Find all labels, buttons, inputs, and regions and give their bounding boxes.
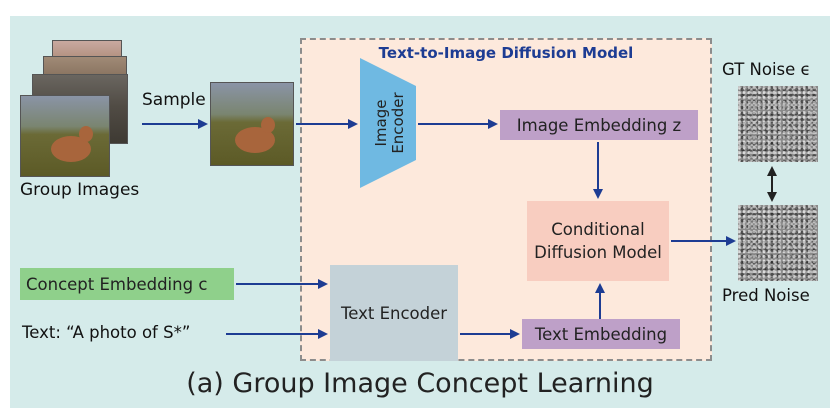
sample-label: Sample: [142, 90, 206, 110]
gt-noise-label: GT Noise ϵ: [722, 60, 811, 79]
diagram-title: Text-to-Image Diffusion Model: [378, 44, 634, 62]
text-encoder-label: Text Encoder: [340, 303, 448, 323]
text-embedding-label: Text Embedding: [534, 324, 668, 344]
gt-noise-image: [738, 86, 818, 162]
text-prompt-label: Text: “A photo of S*”: [22, 323, 191, 342]
figure-caption: (a) Group Image Concept Learning: [186, 368, 654, 399]
conditional-diffusion-model-label: Conditional Diffusion Model: [534, 220, 662, 262]
image-embedding-label: Image Embedding z: [516, 115, 682, 135]
group-images-label: Group Images: [20, 180, 140, 200]
image-embedding-box: Image Embedding z: [500, 110, 698, 140]
conditional-diffusion-model-box: Conditional Diffusion Model: [527, 201, 669, 281]
pred-noise-image: [738, 205, 818, 281]
concept-embedding-box: Concept Embedding c: [20, 268, 234, 300]
pred-noise-label: Pred Noise: [722, 286, 810, 305]
group-image-1: [20, 95, 110, 177]
text-encoder-box: Text Encoder: [330, 265, 458, 361]
text-embedding-box: Text Embedding: [522, 319, 680, 349]
image-encoder-shape: [360, 58, 416, 188]
sampled-image: [210, 82, 294, 166]
concept-embedding-label: Concept Embedding c: [26, 274, 208, 294]
